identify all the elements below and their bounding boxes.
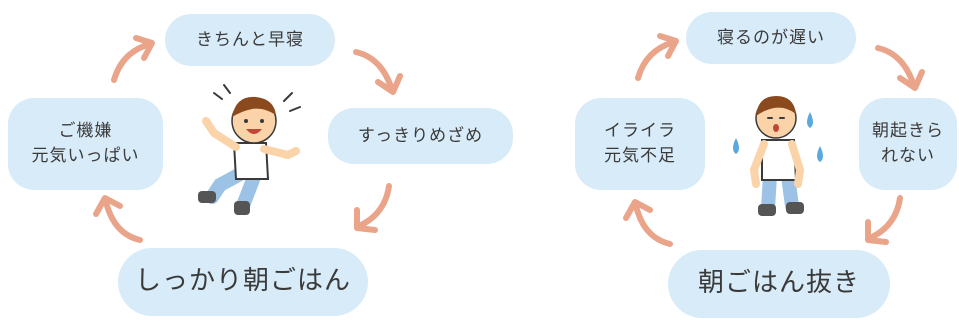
good-bottom-bubble: しっかり朝ごはん	[118, 248, 368, 316]
bad-top-label: 寝るのが遅い	[717, 27, 825, 48]
bad-bottom-label: 朝ごはん抜き	[697, 268, 860, 299]
bad-right-label-line1: 朝起きら	[872, 121, 944, 142]
good-bottom-label: しっかり朝ごはん	[134, 266, 351, 297]
bad-left-label-line1: イライラ	[604, 121, 676, 142]
good-left-bubble: ご機嫌 元気いっぱい	[8, 98, 163, 190]
curved-arrow-icon	[865, 195, 903, 245]
curved-arrow-icon	[354, 183, 392, 233]
good-left-label-line1: ご機嫌	[58, 121, 113, 142]
happy-jumping-child	[198, 84, 301, 215]
tired-child-with-sweat-drops	[733, 96, 823, 216]
bad-right-label-line2: れない	[881, 146, 935, 166]
bad-left-label-line2: 元気不足	[604, 146, 676, 166]
bad-right-bubble: 朝起きら れない	[859, 98, 957, 190]
good-right-bubble: すっきりめざめ	[328, 108, 513, 164]
bad-bottom-bubble: 朝ごはん抜き	[668, 250, 890, 318]
bad-cycle: 寝るのが遅い 朝起きら れない イライラ 元気不足 朝ごはん抜き	[540, 0, 959, 323]
curved-arrow-icon	[111, 35, 155, 83]
good-top-bubble: きちんと早寝	[165, 14, 335, 66]
bad-left-bubble: イライラ 元気不足	[575, 98, 705, 190]
good-right-label: すっきりめざめ	[357, 125, 484, 146]
good-top-label: きちんと早寝	[196, 29, 304, 50]
bad-top-bubble: 寝るのが遅い	[686, 12, 856, 64]
good-cycle: きちんと早寝 すっきりめざめ ご機嫌 元気いっぱい しっかり朝ごはん	[8, 14, 513, 316]
good-left-label-line2: 元気いっぱい	[31, 146, 140, 166]
curved-arrow-icon	[353, 49, 403, 95]
curved-arrow-icon	[875, 45, 925, 91]
curved-arrow-icon	[635, 33, 679, 81]
curved-arrow-icon	[93, 195, 143, 243]
curved-arrow-icon	[623, 199, 673, 247]
